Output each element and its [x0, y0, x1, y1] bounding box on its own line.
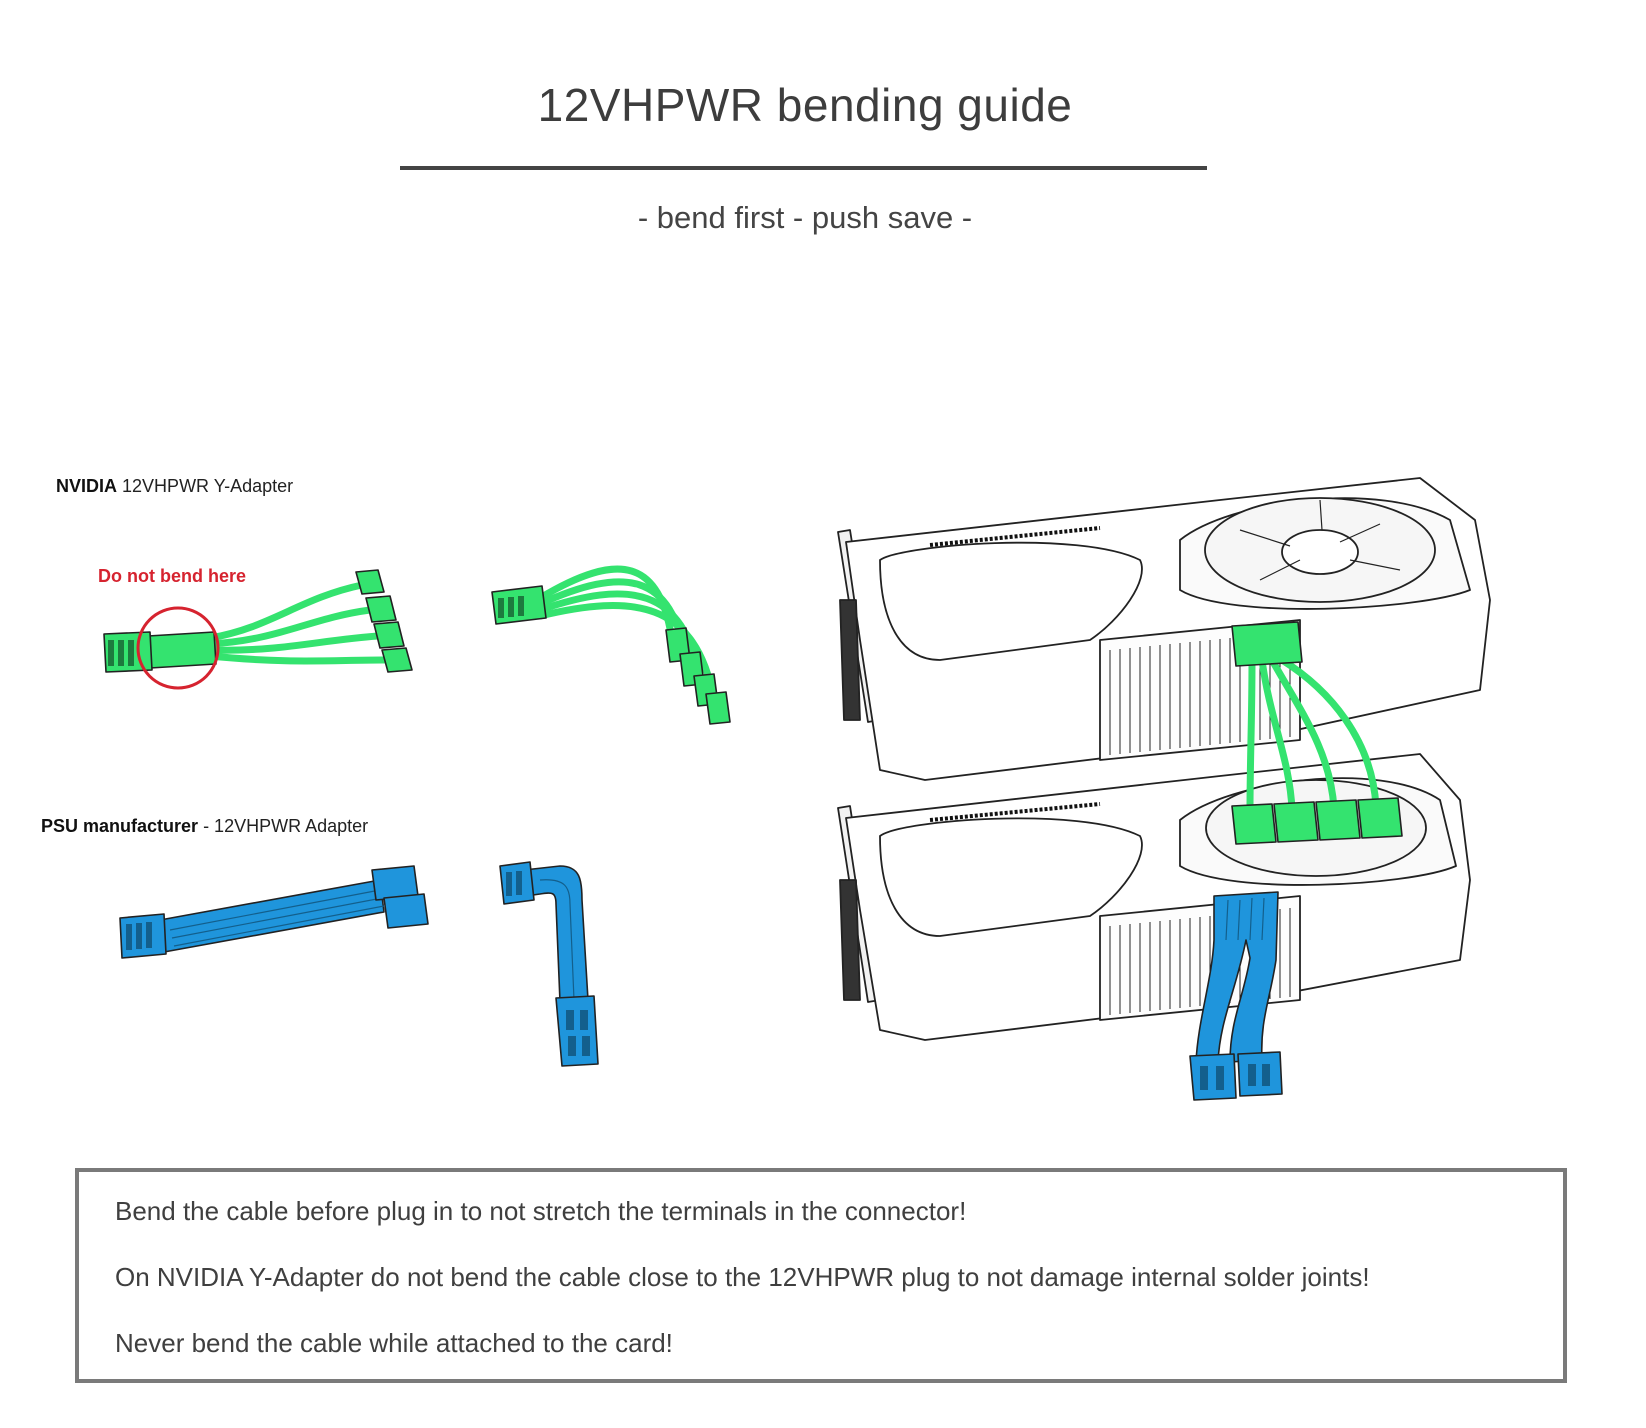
nvidia-brand: NVIDIA: [56, 476, 118, 496]
nvidia-adapter-installed: [1231, 621, 1403, 845]
instructions-box: Bend the cable before plug in to not str…: [75, 1168, 1567, 1383]
psu-adapter-straight: [119, 865, 429, 959]
nvidia-product: 12VHPWR Y-Adapter: [122, 476, 294, 496]
do-not-bend-circle: [136, 606, 220, 690]
page-subtitle: - bend first - push save -: [637, 200, 973, 235]
nvidia-adapter-label: NVIDIA 12VHPWR Y-Adapter: [56, 476, 293, 497]
page-title: 12VHPWR bending guide: [537, 79, 1073, 131]
title-divider: [400, 166, 1207, 170]
nvidia-yadapter-tail-connectors: [355, 569, 413, 673]
psu-product: - 12VHPWR Adapter: [203, 816, 369, 836]
gpu-card-top: [837, 477, 1491, 781]
bending-illustration: [103, 477, 1491, 1101]
psu-adapter-installed: [1189, 891, 1283, 1101]
psu-brand: PSU manufacturer: [41, 816, 199, 836]
psu-adapter-label: PSU manufacturer - 12VHPWR Adapter: [41, 816, 368, 837]
nvidia-adapter-bent: [491, 565, 731, 725]
instruction-2: On NVIDIA Y-Adapter do not bend the cabl…: [115, 1262, 1370, 1292]
do-not-bend-warning: Do not bend here: [98, 566, 246, 586]
psu-adapter-bent: [499, 861, 599, 1067]
instruction-3: Never bend the cable while attached to t…: [115, 1328, 673, 1358]
instruction-1: Bend the cable before plug in to not str…: [115, 1196, 967, 1226]
